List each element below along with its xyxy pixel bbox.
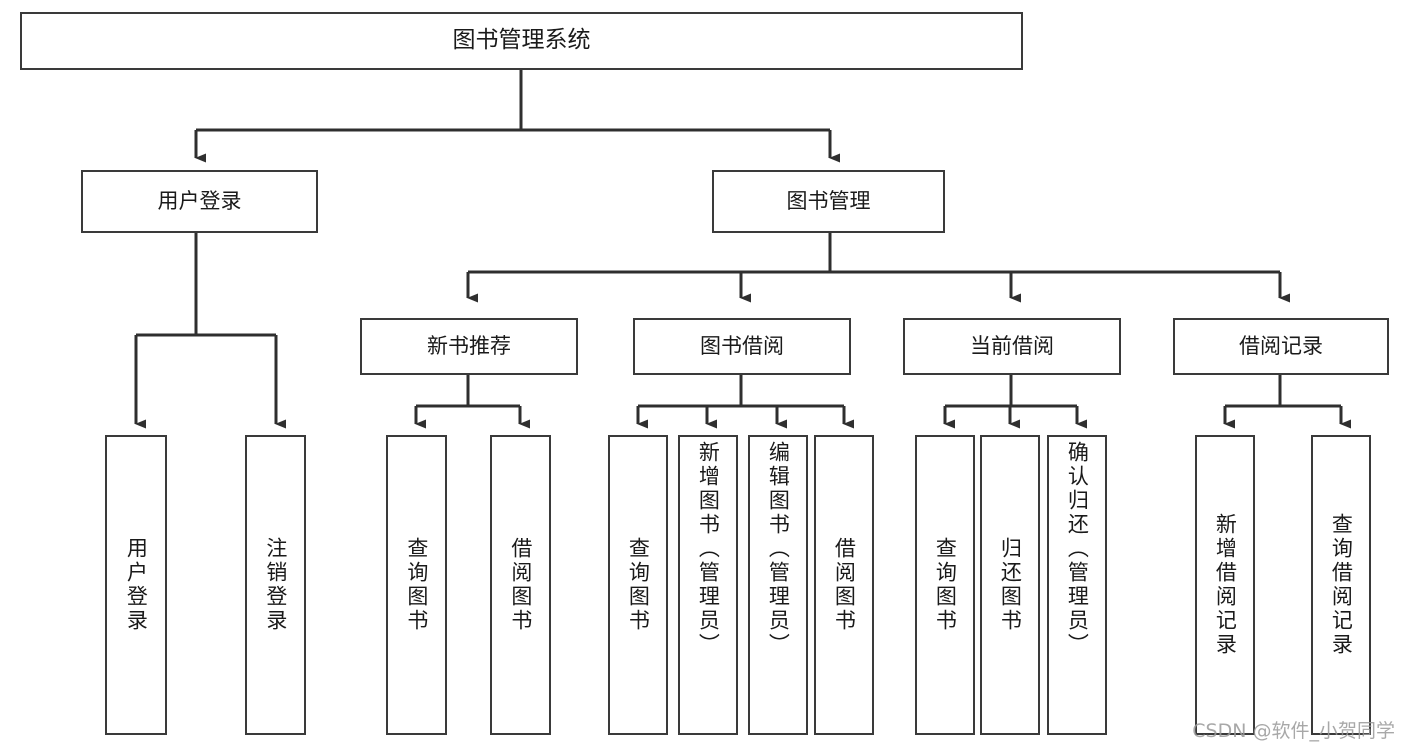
leaf-book-borrow-edit[interactable]: 编辑图书（管理员） xyxy=(748,435,808,735)
leaf-label: 编辑图书（管理员） xyxy=(766,441,791,657)
leaf-label: 查询借阅记录 xyxy=(1329,513,1354,657)
leaf-label: 注销登录 xyxy=(263,537,288,633)
leaf-borrow-record-query[interactable]: 查询借阅记录 xyxy=(1311,435,1371,735)
node-borrow-record[interactable]: 借阅记录 xyxy=(1173,318,1389,375)
leaf-label: 新增图书（管理员） xyxy=(696,441,721,657)
node-new-book-recommend[interactable]: 新书推荐 xyxy=(360,318,578,375)
leaf-book-borrow-query[interactable]: 查询图书 xyxy=(608,435,668,735)
leaf-current-borrow-confirm-return[interactable]: 确认归还（管理员） xyxy=(1047,435,1107,735)
leaf-label: 借阅图书 xyxy=(508,537,533,633)
leaf-book-borrow-borrow[interactable]: 借阅图书 xyxy=(814,435,874,735)
leaf-label: 查询图书 xyxy=(933,537,958,633)
leaf-label: 查询图书 xyxy=(404,537,429,633)
leaf-current-borrow-return[interactable]: 归还图书 xyxy=(980,435,1040,735)
leaf-label: 新增借阅记录 xyxy=(1213,513,1238,657)
leaf-user-login-login[interactable]: 用户登录 xyxy=(105,435,167,735)
leaf-user-login-logout[interactable]: 注销登录 xyxy=(245,435,306,735)
leaf-label: 借阅图书 xyxy=(832,537,857,633)
node-current-borrow[interactable]: 当前借阅 xyxy=(903,318,1121,375)
node-book-borrow[interactable]: 图书借阅 xyxy=(633,318,851,375)
node-root-system[interactable]: 图书管理系统 xyxy=(20,12,1023,70)
csdn-watermark: CSDN @软件_小贺同学 xyxy=(1192,720,1395,742)
leaf-new-book-query[interactable]: 查询图书 xyxy=(386,435,447,735)
leaf-label: 归还图书 xyxy=(998,537,1023,633)
leaf-borrow-record-add[interactable]: 新增借阅记录 xyxy=(1195,435,1255,735)
leaf-label: 用户登录 xyxy=(124,537,149,633)
node-user-login[interactable]: 用户登录 xyxy=(81,170,318,233)
leaf-new-book-borrow[interactable]: 借阅图书 xyxy=(490,435,551,735)
node-book-management[interactable]: 图书管理 xyxy=(712,170,945,233)
leaf-current-borrow-query[interactable]: 查询图书 xyxy=(915,435,975,735)
leaf-label: 确认归还（管理员） xyxy=(1065,441,1090,657)
leaf-label: 查询图书 xyxy=(626,537,651,633)
leaf-book-borrow-add[interactable]: 新增图书（管理员） xyxy=(678,435,738,735)
